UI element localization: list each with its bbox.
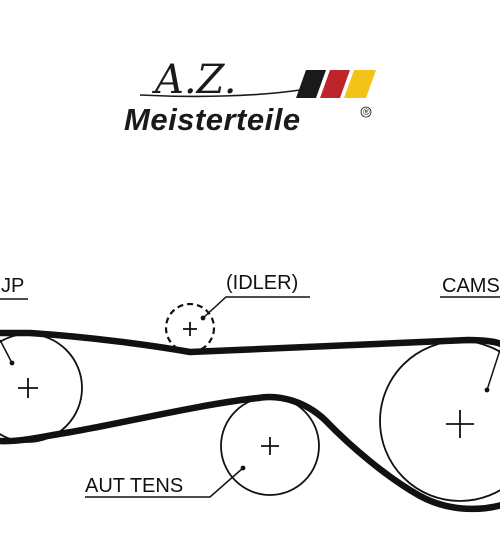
pump-leader-dot: [9, 360, 15, 366]
water-pump-center-mark: [18, 378, 38, 398]
tensioner-leader-line: [85, 467, 244, 498]
flag-stripe-red: [320, 70, 350, 98]
flag-stripe-black: [296, 70, 326, 98]
idler-leader-line: [202, 296, 310, 319]
camshaft-leader-line: [486, 349, 500, 391]
idler-label: (IDLER): [226, 272, 298, 294]
camshaft-pulley: [379, 340, 500, 502]
water-pump-pulley: [0, 333, 83, 443]
idler-center-mark: [183, 322, 197, 336]
tensioner-label: AUT TENS: [85, 475, 183, 497]
camshaft-label: CAMS: [442, 275, 500, 297]
timing-belt: [0, 329, 500, 513]
logo-flourish: [139, 89, 301, 98]
flag-stripes: [296, 70, 376, 98]
tensioner-center-mark: [261, 437, 279, 455]
tensioner-leader-dot: [240, 465, 246, 471]
water-pump-label: JP: [1, 275, 24, 297]
camshaft-leader-dot: [484, 387, 490, 393]
brand-logo: A.Z. Meisterteile ®: [124, 57, 376, 137]
idler-leader-dot: [200, 315, 206, 321]
idler-pulley: [164, 302, 216, 354]
pump-leader-line: [0, 339, 13, 364]
camshaft-center-mark: [446, 410, 474, 438]
registered-mark-ring: [360, 106, 372, 118]
registered-mark: ®: [363, 107, 370, 117]
brand-name: Meisterteile: [124, 102, 301, 137]
flag-stripe-gold: [344, 70, 376, 98]
